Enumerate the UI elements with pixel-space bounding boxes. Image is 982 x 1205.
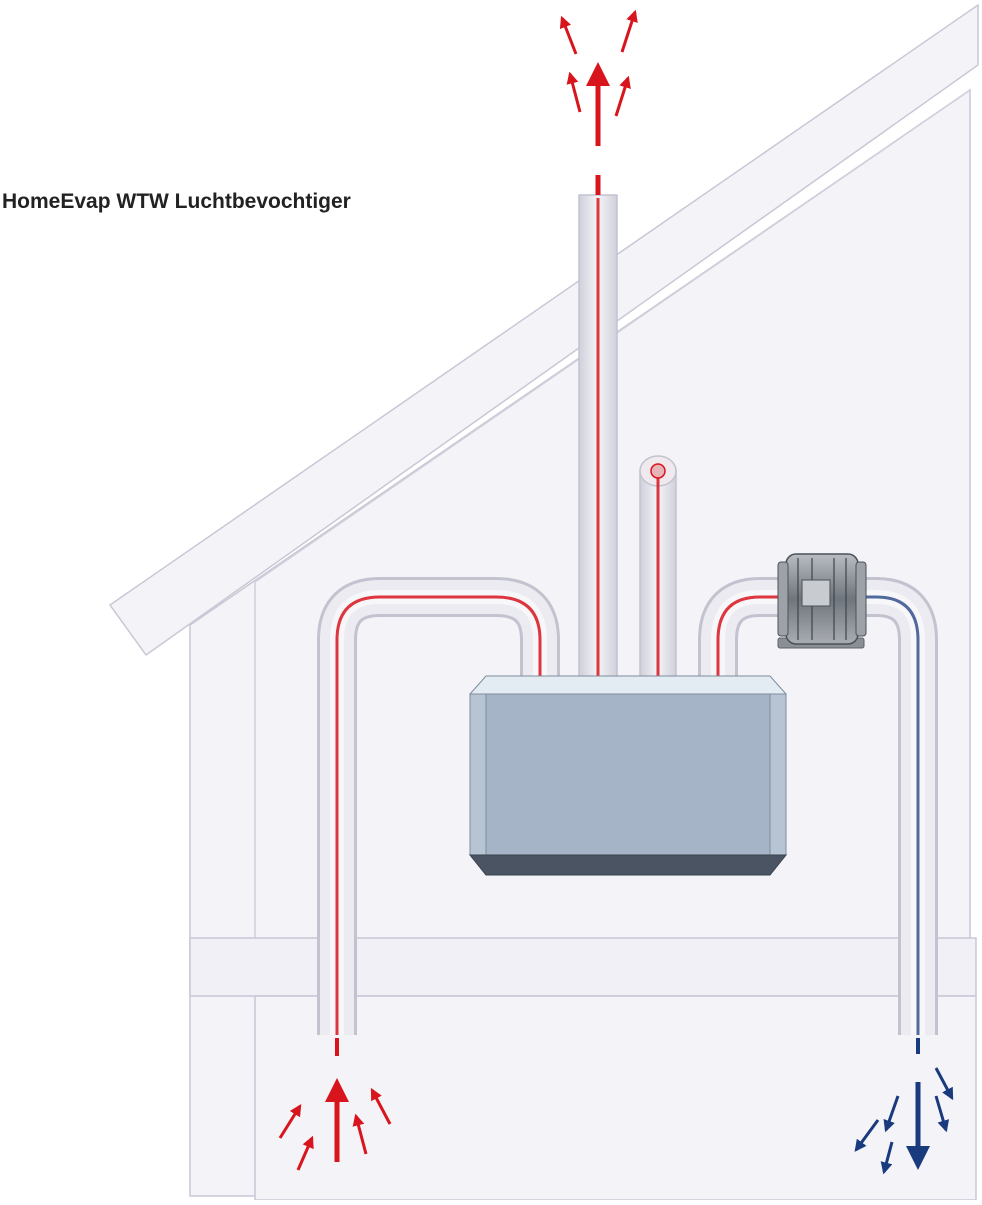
- unit-bottom-face: [468, 854, 788, 876]
- unit-right-face: [769, 693, 787, 856]
- unit-left-face: [469, 693, 487, 856]
- diagram-title: HomeEvap WTW Luchtbevochtiger: [2, 190, 351, 213]
- cool-air-arrow-icon: [854, 1038, 954, 1175]
- right-warm-airflow: [716, 595, 790, 680]
- unit-front-face: [485, 693, 771, 856]
- right-cool-airflow: [850, 595, 920, 1035]
- humidifier-unit: [468, 675, 788, 876]
- airflow-lines: [335, 198, 920, 1035]
- roof: [108, 3, 979, 657]
- lower-room: [254, 995, 977, 1201]
- warm-air-arrow-icon: [559, 9, 638, 195]
- inline-fan-icon: [777, 553, 867, 649]
- floor-beam: [189, 937, 977, 997]
- left-warm-airflow: [335, 595, 542, 1035]
- unit-top-face: [468, 675, 788, 695]
- intake-arrows: [278, 1038, 392, 1171]
